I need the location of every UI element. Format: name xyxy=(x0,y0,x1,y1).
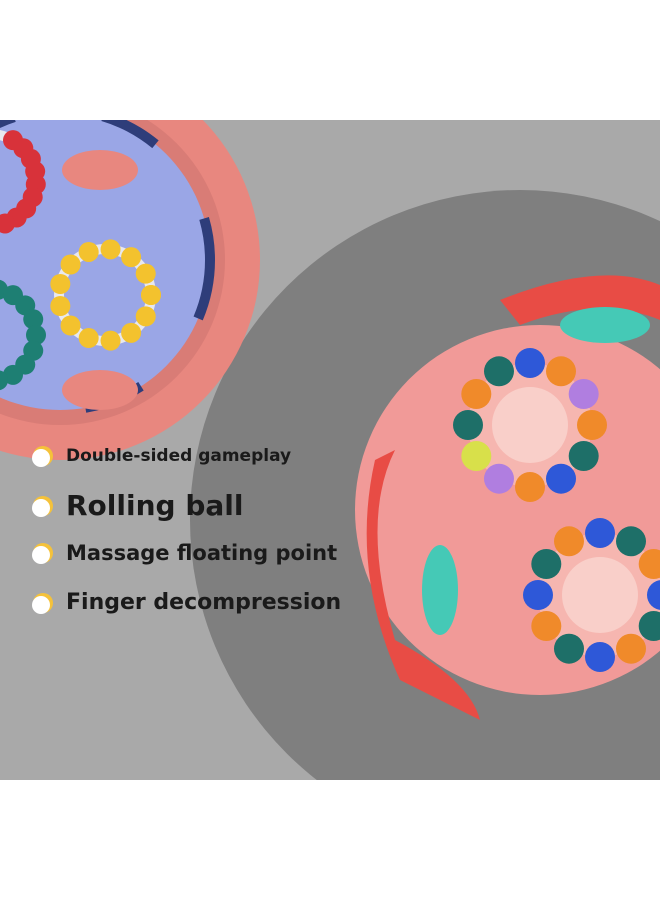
moon-bullet-icon xyxy=(32,543,53,564)
blue-spinner-toy xyxy=(0,120,215,415)
ball xyxy=(554,633,584,664)
ball xyxy=(585,518,615,548)
ball xyxy=(135,263,156,284)
ball xyxy=(78,241,99,262)
ball xyxy=(638,611,660,641)
ball xyxy=(60,254,81,275)
ball xyxy=(78,328,99,349)
feature-label: Finger decompression xyxy=(66,590,342,615)
ball xyxy=(0,213,16,234)
moon-bullet-icon xyxy=(32,495,53,517)
ball xyxy=(531,549,562,579)
ball xyxy=(121,247,142,268)
ball xyxy=(523,580,553,610)
ball xyxy=(638,549,660,579)
ball xyxy=(515,348,545,378)
ball xyxy=(3,364,23,385)
ball xyxy=(546,463,576,494)
ball xyxy=(60,315,81,336)
ball xyxy=(554,526,584,557)
pink-spinner-toy xyxy=(355,275,660,720)
ball xyxy=(577,410,607,440)
ball xyxy=(100,330,121,351)
ball xyxy=(135,306,156,327)
ball xyxy=(568,441,599,471)
ball xyxy=(141,285,161,305)
ball xyxy=(484,463,514,494)
ball xyxy=(515,472,545,502)
ball xyxy=(647,580,660,610)
ball xyxy=(616,633,646,664)
ball xyxy=(531,611,562,641)
ball xyxy=(616,526,646,557)
ball xyxy=(546,356,576,387)
feature-item-massage-point: Massage floating point xyxy=(32,541,337,565)
product-photo xyxy=(0,120,660,780)
ball xyxy=(461,441,492,471)
ball xyxy=(121,322,142,343)
ball xyxy=(26,325,46,345)
feature-label: Massage floating point xyxy=(66,541,338,565)
feature-item-double-sided: Double-sided gameplay xyxy=(32,445,291,467)
ball xyxy=(461,379,492,409)
moon-bullet-icon xyxy=(32,592,53,614)
ball xyxy=(50,273,71,294)
feature-label: Double-sided gameplay xyxy=(66,446,292,466)
ball xyxy=(453,410,483,440)
ball xyxy=(50,296,71,317)
ball xyxy=(585,642,615,672)
feature-item-rolling-ball: Rolling ball xyxy=(32,489,243,522)
feature-item-finger-decompression: Finger decompression xyxy=(32,590,341,615)
moon-bullet-icon xyxy=(32,446,53,467)
toy-illustration xyxy=(0,120,660,780)
ball xyxy=(23,309,44,330)
ball xyxy=(0,370,8,391)
ball xyxy=(0,219,3,233)
ball xyxy=(100,239,121,260)
ball xyxy=(484,356,514,387)
ball xyxy=(568,379,599,409)
feature-label: Rolling ball xyxy=(66,489,244,522)
